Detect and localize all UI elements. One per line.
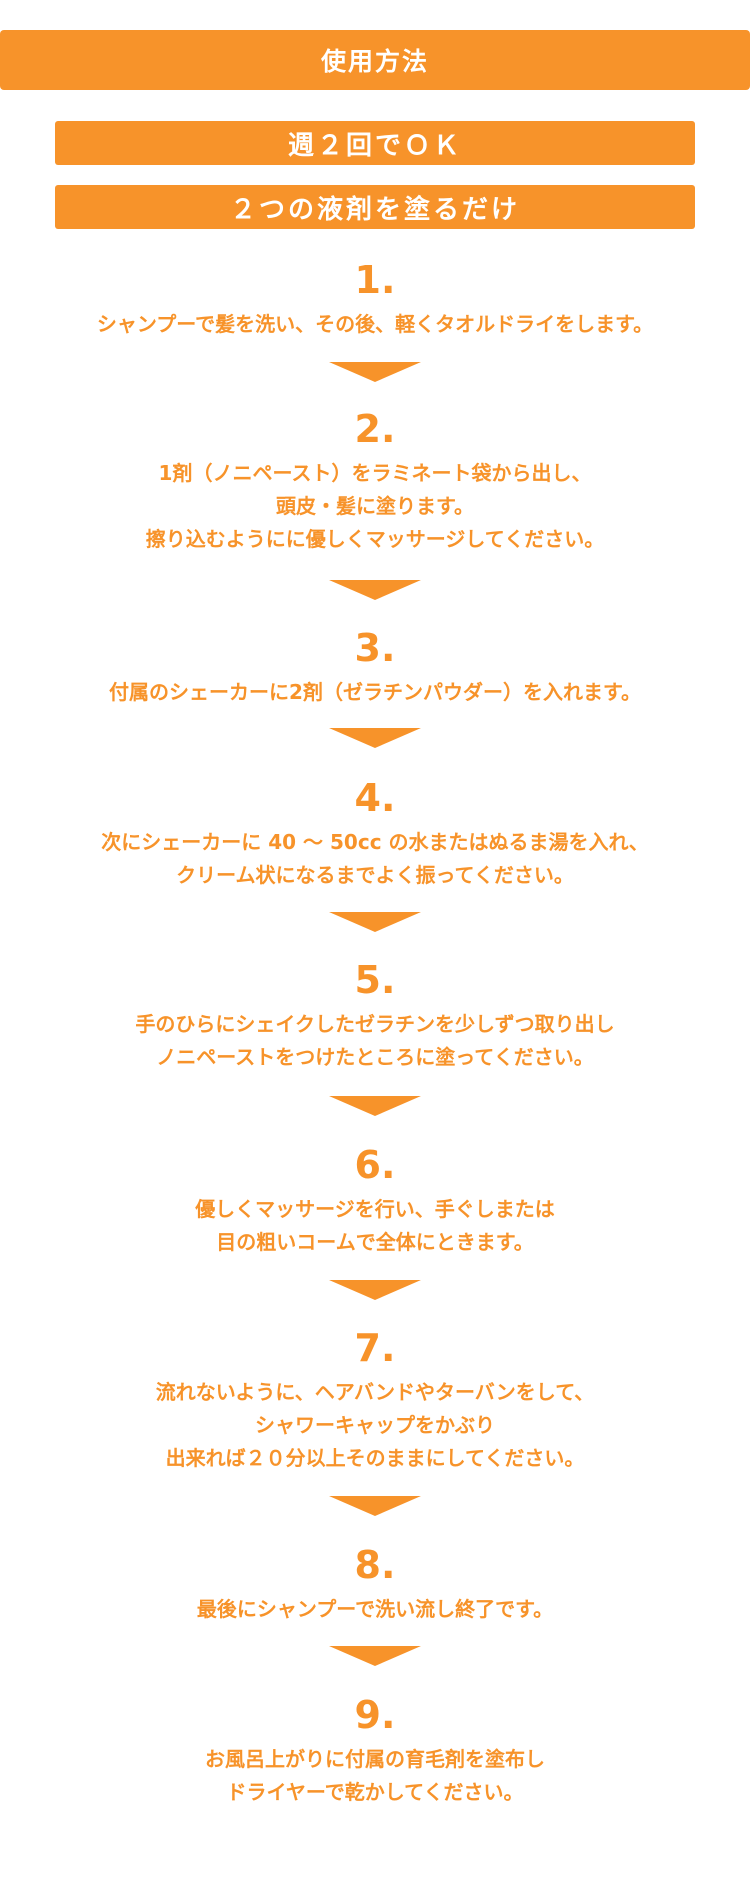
step-number: 1.: [354, 258, 396, 302]
page-title: 使用方法: [320, 47, 429, 76]
step-instruction: 次にシェーカーに 40 ～ 50cc の水またはぬるま湯を入れ、 クリーム状にな…: [101, 830, 649, 887]
step-instruction: シャンプーで髪を洗い、その後、軽くタオルドライをします。: [96, 312, 654, 336]
frequency-banner: 週２回でＯＫ: [55, 121, 695, 165]
down-arrow-icon: [329, 1496, 421, 1516]
down-arrow-icon: [329, 1096, 421, 1116]
step-number: 2.: [354, 407, 396, 451]
step-8: 8. 最後にシャンプーで洗い流し終了です。: [0, 1543, 750, 1626]
step-instruction: お風呂上がりに付属の育毛剤を塗布し ドライヤーで乾かしてください。: [205, 1747, 545, 1804]
step-1: 1. シャンプーで髪を洗い、その後、軽くタオルドライをします。: [0, 258, 750, 341]
step-6: 6. 優しくマッサージを行い、手ぐしまたは 目の粗いコームで全体にときます。: [0, 1143, 750, 1259]
step-number: 8.: [354, 1543, 396, 1587]
step-instruction: 最後にシャンプーで洗い流し終了です。: [196, 1597, 554, 1621]
step-instruction: 流れないように、ヘアバンドやターバンをして、 シャワーキャップをかぶり 出来れば…: [155, 1380, 595, 1470]
usage-header-bar: 使用方法: [0, 30, 750, 90]
down-arrow-icon: [329, 1280, 421, 1300]
down-arrow-icon: [329, 912, 421, 932]
step-5: 5. 手のひらにシェイクしたゼラチンを少しずつ取り出し ノニペーストをつけたとこ…: [0, 958, 750, 1074]
frequency-banner-label: 週２回でＯＫ: [287, 130, 462, 161]
method-banner: ２つの液剤を塗るだけ: [55, 185, 695, 229]
method-banner-label: ２つの液剤を塗るだけ: [229, 194, 520, 225]
step-9: 9. お風呂上がりに付属の育毛剤を塗布し ドライヤーで乾かしてください。: [0, 1693, 750, 1809]
down-arrow-icon: [329, 580, 421, 600]
step-3: 3. 付属のシェーカーに2剤（ゼラチンパウダー）を入れます。: [0, 626, 750, 709]
step-2: 2. 1剤（ノニペースト）をラミネート袋から出し、 頭皮・髪に塗ります。 擦り込…: [0, 407, 750, 556]
down-arrow-icon: [329, 362, 421, 382]
step-number: 7.: [354, 1326, 396, 1370]
step-instruction: 手のひらにシェイクしたゼラチンを少しずつ取り出し ノニペーストをつけたところに塗…: [135, 1012, 615, 1069]
step-instruction: 付属のシェーカーに2剤（ゼラチンパウダー）を入れます。: [109, 680, 641, 704]
step-number: 9.: [354, 1693, 396, 1737]
step-instruction: 1剤（ノニペースト）をラミネート袋から出し、 頭皮・髪に塗ります。 擦り込むよう…: [145, 461, 605, 551]
step-7: 7. 流れないように、ヘアバンドやターバンをして、 シャワーキャップをかぶり 出…: [0, 1326, 750, 1475]
step-number: 6.: [354, 1143, 396, 1187]
step-number: 3.: [354, 626, 396, 670]
down-arrow-icon: [329, 1646, 421, 1666]
step-number: 4.: [354, 776, 396, 820]
step-number: 5.: [354, 958, 396, 1002]
down-arrow-icon: [329, 728, 421, 748]
step-instruction: 優しくマッサージを行い、手ぐしまたは 目の粗いコームで全体にときます。: [195, 1197, 555, 1254]
step-4: 4. 次にシェーカーに 40 ～ 50cc の水またはぬるま湯を入れ、 クリーム…: [0, 776, 750, 892]
